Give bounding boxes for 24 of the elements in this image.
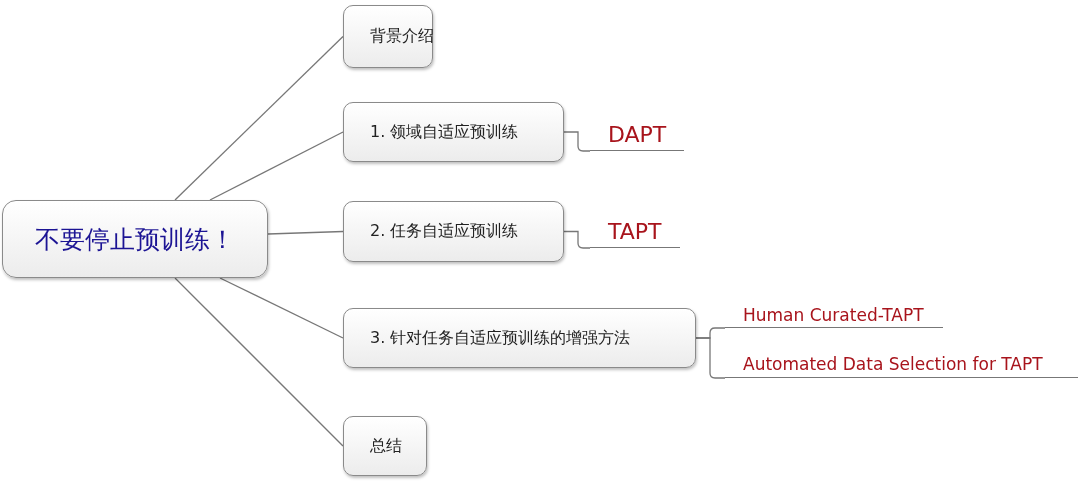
connector-line xyxy=(563,131,591,152)
leaf-text: DAPT xyxy=(608,121,667,147)
branch-text: 总结 xyxy=(370,435,402,457)
branch-box xyxy=(343,308,696,368)
connector-line xyxy=(695,337,726,379)
connector-line xyxy=(267,230,344,235)
branch-box xyxy=(343,102,564,162)
connector-line xyxy=(174,277,344,447)
leaf-text: Automated Data Selection for TAPT xyxy=(743,353,1043,374)
connector-line xyxy=(563,230,591,249)
branch-text: 背景介绍 xyxy=(370,26,434,47)
topic-text: 不要停止预训练！ xyxy=(35,223,235,256)
branch-box xyxy=(343,201,564,262)
topic-box xyxy=(2,200,268,278)
connector-line xyxy=(209,131,344,201)
leaf-text: Human Curated-TAPT xyxy=(743,304,924,325)
branch-box xyxy=(343,416,427,476)
branch-text: 3. 针对任务自适应预训练的增强方法 xyxy=(370,327,631,349)
connector-line xyxy=(219,277,344,339)
branch-box xyxy=(343,5,433,68)
branch-text: 1. 领域自适应预训练 xyxy=(370,121,519,143)
branch-text: 2. 任务自适应预训练 xyxy=(370,221,519,242)
leaf-text: TAPT xyxy=(608,219,662,244)
connector-line xyxy=(174,35,344,201)
